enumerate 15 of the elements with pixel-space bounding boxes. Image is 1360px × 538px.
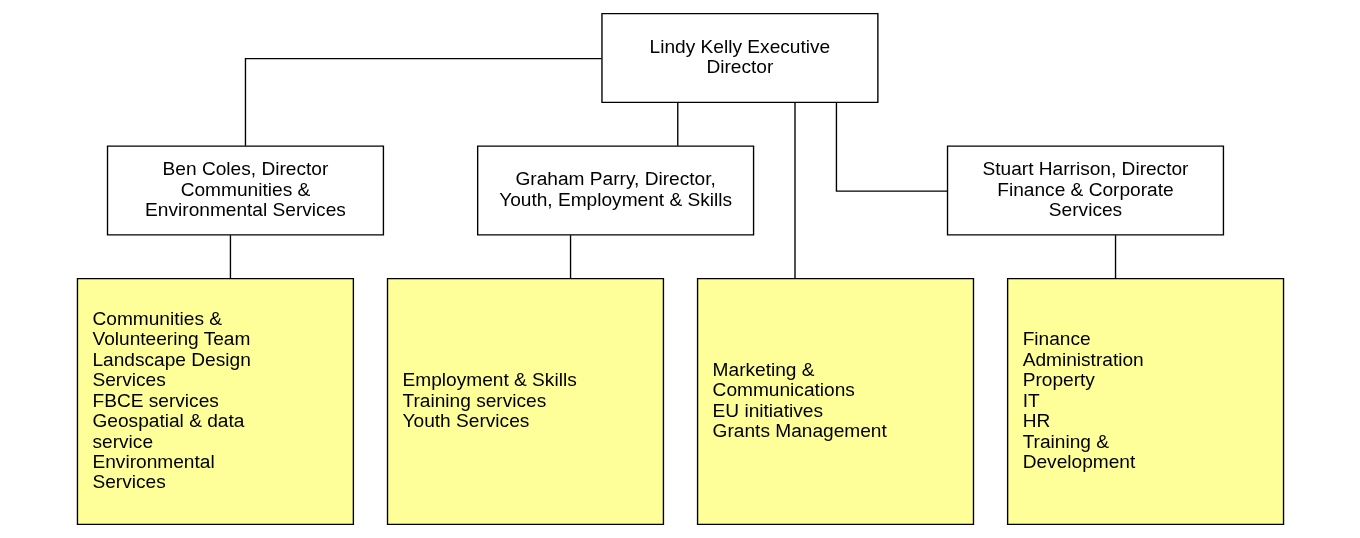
connector — [1114, 234, 1116, 279]
connector — [569, 234, 571, 279]
node-box: Lindy Kelly Executive Director — [600, 12, 879, 104]
connector — [793, 101, 796, 279]
connector — [676, 101, 678, 147]
node-box: Marketing & Communications EU initiatives Grants Management — [696, 277, 974, 526]
connector — [835, 102, 948, 192]
node-box: Finance Administration Property IT HR Training & Development — [1006, 277, 1284, 526]
node-box: Graham Parry, Director, Youth, Employment & Skills — [476, 145, 754, 236]
node-box: Employment & Skills Training services Youth Services — [386, 277, 664, 526]
node-box: Ben Coles, Director Communities & Environmental Services — [106, 145, 384, 236]
node-box: Stuart Harrison, Director Finance & Corporate Services — [946, 145, 1224, 236]
node-box: Communities & Volunteering Team Landscape Design Services FBCE services Geospatial & data service Environmental Services — [76, 277, 354, 526]
connector — [229, 234, 231, 279]
connector — [244, 57, 602, 147]
